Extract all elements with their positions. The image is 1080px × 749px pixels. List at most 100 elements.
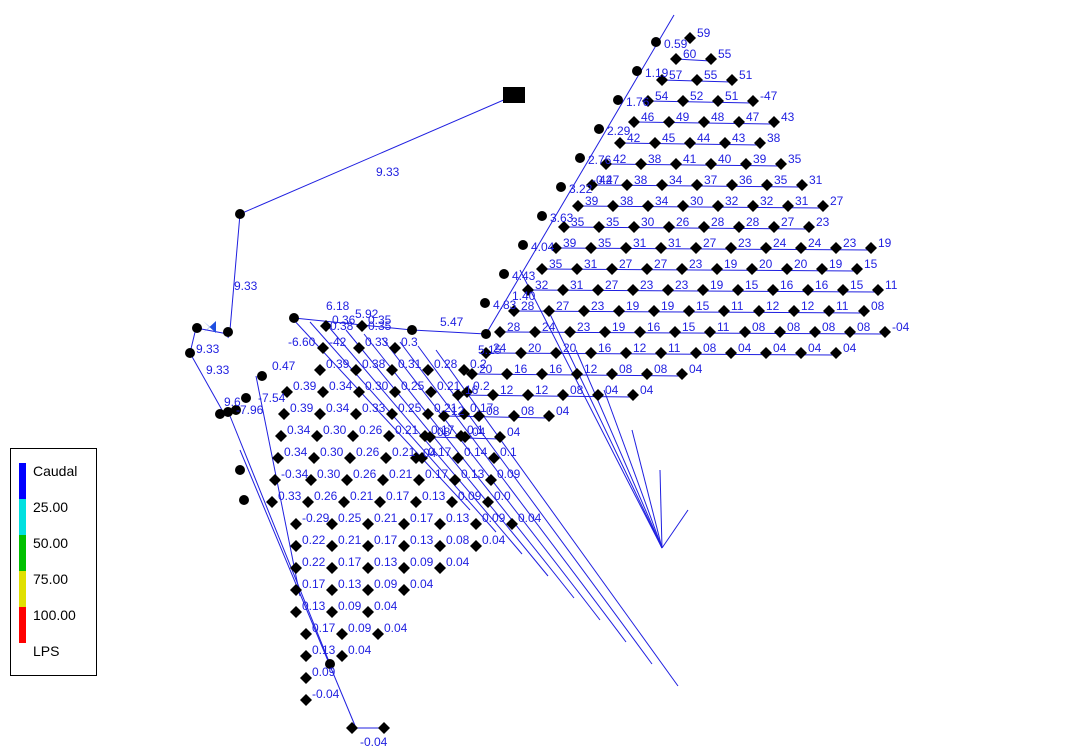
junction-node-136[interactable]	[487, 389, 499, 401]
junction-node-191[interactable]	[413, 474, 425, 486]
junction-node-158[interactable]	[350, 364, 362, 376]
junction-node-193[interactable]	[485, 474, 497, 486]
junction-node-26[interactable]	[698, 116, 710, 128]
junction-node-81[interactable]	[816, 263, 828, 275]
pipe-27[interactable]	[411, 329, 487, 335]
junction-node-39[interactable]	[775, 158, 787, 170]
junction-node-151[interactable]	[481, 329, 491, 339]
junction-node-27[interactable]	[733, 116, 745, 128]
junction-node-102[interactable]	[788, 305, 800, 317]
junction-node-21[interactable]	[677, 95, 689, 107]
junction-node-70[interactable]	[795, 242, 807, 254]
junction-node-19[interactable]	[726, 74, 738, 86]
junction-node-234[interactable]	[223, 407, 233, 417]
junction-node-35[interactable]	[635, 158, 647, 170]
junction-node-116[interactable]	[879, 326, 891, 338]
junction-node-122[interactable]	[655, 347, 667, 359]
junction-node-220[interactable]	[326, 584, 338, 596]
junction-node-138[interactable]	[557, 389, 569, 401]
junction-node-223[interactable]	[290, 606, 302, 618]
junction-node-91[interactable]	[802, 284, 814, 296]
junction-node-46[interactable]	[796, 179, 808, 191]
junction-node-189[interactable]	[341, 474, 353, 486]
junction-node-8[interactable]	[575, 153, 585, 163]
junction-node-62[interactable]	[803, 221, 815, 233]
junction-node-174[interactable]	[275, 430, 287, 442]
junction-node-96[interactable]	[578, 305, 590, 317]
junction-node-22[interactable]	[712, 95, 724, 107]
junction-node-199[interactable]	[446, 496, 458, 508]
pipe-42[interactable]	[575, 349, 663, 549]
junction-node-197[interactable]	[374, 496, 386, 508]
junction-node-172[interactable]	[422, 408, 434, 420]
junction-node-222[interactable]	[398, 584, 410, 596]
junction-node-130[interactable]	[536, 368, 548, 380]
junction-node-215[interactable]	[326, 562, 338, 574]
junction-node-228[interactable]	[372, 628, 384, 640]
junction-node-209[interactable]	[326, 540, 338, 552]
junction-node-235[interactable]	[231, 405, 241, 415]
junction-node-120[interactable]	[585, 347, 597, 359]
pipe-39[interactable]	[435, 349, 679, 687]
junction-node-115[interactable]	[844, 326, 856, 338]
junction-node-178[interactable]	[419, 430, 431, 442]
junction-node-186[interactable]	[488, 452, 500, 464]
pipe-32[interactable]	[309, 321, 497, 533]
junction-node-71[interactable]	[830, 242, 842, 254]
junction-node-237[interactable]	[239, 495, 249, 505]
junction-node-97[interactable]	[613, 305, 625, 317]
junction-node-104[interactable]	[858, 305, 870, 317]
junction-node-85[interactable]	[592, 284, 604, 296]
junction-node-227[interactable]	[336, 628, 348, 640]
junction-node-106[interactable]	[529, 326, 541, 338]
junction-node-201[interactable]	[290, 518, 302, 530]
junction-node-52[interactable]	[747, 200, 759, 212]
junction-node-242[interactable]	[378, 722, 390, 734]
junction-node-13[interactable]	[480, 298, 490, 308]
junction-node-92[interactable]	[837, 284, 849, 296]
junction-node-140[interactable]	[627, 389, 639, 401]
junction-node-15[interactable]	[670, 53, 682, 65]
junction-node-213[interactable]	[470, 540, 482, 552]
junction-node-168[interactable]	[278, 408, 290, 420]
junction-node-89[interactable]	[732, 284, 744, 296]
junction-node-149[interactable]	[289, 313, 299, 323]
junction-node-180[interactable]	[272, 452, 284, 464]
junction-node-18[interactable]	[691, 74, 703, 86]
junction-node-86[interactable]	[627, 284, 639, 296]
junction-node-111[interactable]	[704, 326, 716, 338]
junction-node-4[interactable]	[651, 37, 661, 47]
junction-node-31[interactable]	[684, 137, 696, 149]
junction-node-169[interactable]	[314, 408, 326, 420]
junction-node-150[interactable]	[407, 325, 417, 335]
pipe-37[interactable]	[399, 341, 627, 643]
junction-node-196[interactable]	[338, 496, 350, 508]
junction-node-131[interactable]	[571, 368, 583, 380]
junction-node-192[interactable]	[449, 474, 461, 486]
junction-node-179[interactable]	[455, 430, 467, 442]
pipe-20[interactable]	[499, 331, 886, 335]
junction-node-25[interactable]	[663, 116, 675, 128]
junction-node-204[interactable]	[398, 518, 410, 530]
junction-node-190[interactable]	[377, 474, 389, 486]
junction-node-176[interactable]	[347, 430, 359, 442]
junction-node-72[interactable]	[865, 242, 877, 254]
junction-node-141[interactable]	[438, 410, 450, 422]
junction-node-73[interactable]	[536, 263, 548, 275]
junction-node-202[interactable]	[326, 518, 338, 530]
junction-node-64[interactable]	[585, 242, 597, 254]
junction-node-95[interactable]	[543, 305, 555, 317]
junction-node-233[interactable]	[215, 409, 225, 419]
junction-node-98[interactable]	[648, 305, 660, 317]
junction-node-163[interactable]	[317, 386, 329, 398]
junction-node-101[interactable]	[753, 305, 765, 317]
junction-node-63[interactable]	[550, 242, 562, 254]
junction-node-17[interactable]	[656, 74, 668, 86]
pipe-9[interactable]	[647, 100, 754, 104]
junction-node-203[interactable]	[362, 518, 374, 530]
junction-node-230[interactable]	[336, 650, 348, 662]
junction-node-162[interactable]	[281, 386, 293, 398]
pipe-35[interactable]	[363, 333, 575, 599]
